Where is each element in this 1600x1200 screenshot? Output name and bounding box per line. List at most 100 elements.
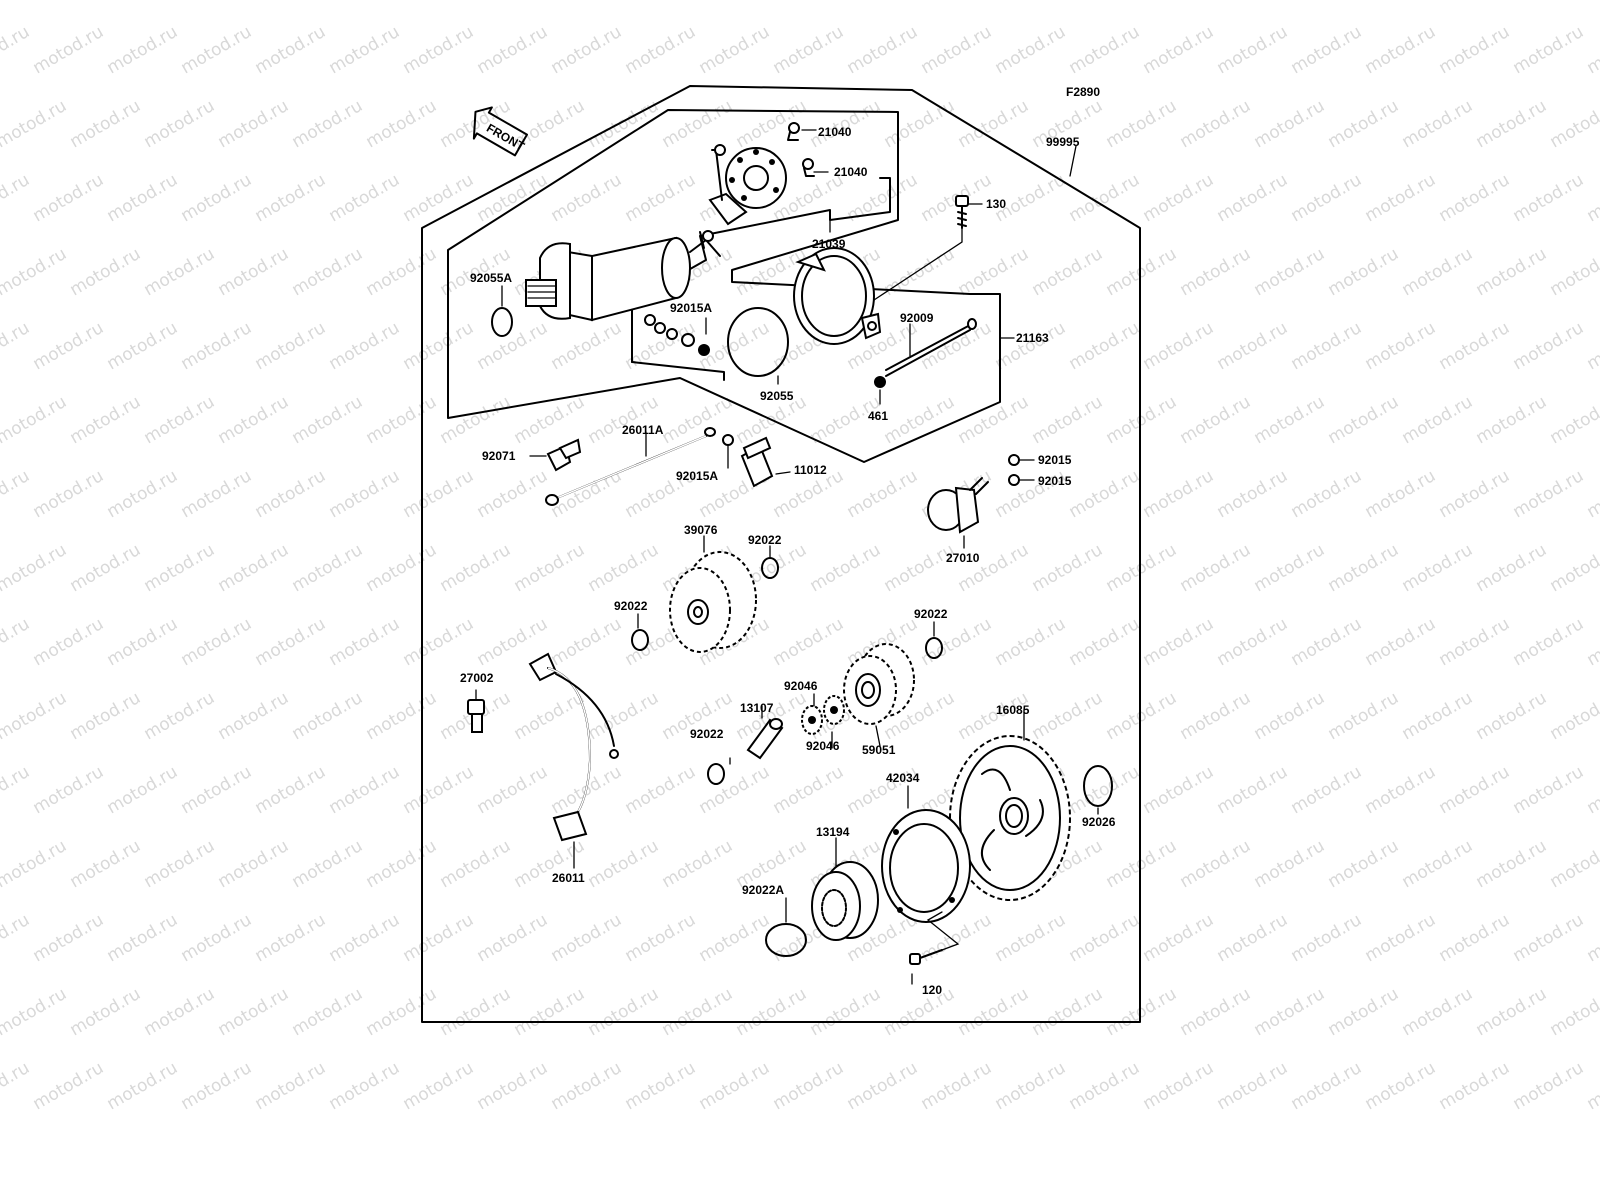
watermark-text: motod.ru	[104, 22, 182, 78]
brush-lower	[802, 158, 815, 177]
watermark-text: motod.ru	[807, 540, 885, 596]
ring-92026	[1083, 765, 1113, 807]
watermark-text: motod.ru	[1214, 1058, 1292, 1114]
watermark-text: motod.ru	[1251, 540, 1329, 596]
watermark-text: motod.ru	[1066, 466, 1144, 522]
washer-461	[874, 376, 886, 388]
boot-11012	[740, 436, 774, 488]
bolt-92009	[885, 318, 977, 377]
watermark-text: motod.ru	[1288, 22, 1366, 78]
watermark-text: motod.ru	[1251, 392, 1329, 448]
watermark-text: motod.ru	[252, 910, 330, 966]
watermark-text: motod.ru	[1473, 984, 1551, 1040]
label-92046-lower: 92046	[806, 739, 840, 753]
brush-plate	[699, 144, 787, 249]
label-92071: 92071	[482, 449, 516, 463]
watermark-text: motod.ru	[622, 762, 700, 818]
relay-27010	[927, 477, 989, 534]
watermark-text: motod.ru	[622, 22, 700, 78]
watermark-text: motod.ru	[104, 466, 182, 522]
washer-92022-d	[707, 763, 725, 785]
watermark-text: motod.ru	[844, 1058, 922, 1114]
watermark-text: motod.ru	[141, 244, 219, 300]
label-92015A-upper: 92015A	[670, 301, 712, 315]
watermark-text: motod.ru	[104, 762, 182, 818]
watermark-text: motod.ru	[1547, 392, 1600, 448]
watermark-text: motod.ru	[992, 1058, 1070, 1114]
watermark-text: motod.ru	[326, 614, 404, 670]
watermark-text: motod.ru	[363, 0, 441, 4]
label-92022-c: 92022	[914, 607, 948, 621]
bolt-130	[873, 195, 969, 301]
watermark-text: motod.ru	[1288, 318, 1366, 374]
watermark-text: motod.ru	[511, 0, 589, 4]
label-27002: 27002	[460, 671, 494, 685]
watermark-text: motod.ru	[1547, 0, 1600, 4]
watermark-text: motod.ru	[1066, 614, 1144, 670]
watermark-text: motod.ru	[1473, 836, 1551, 892]
watermark-text: motod.ru	[1547, 244, 1600, 300]
watermark-text: motod.ru	[1362, 170, 1440, 226]
watermark-text: motod.ru	[955, 392, 1033, 448]
watermark-text: motod.ru	[363, 96, 441, 152]
watermark-text: motod.ru	[1510, 318, 1588, 374]
watermark-text: motod.ru	[511, 688, 589, 744]
watermark-text: motod.ru	[1362, 910, 1440, 966]
watermark-text: motod.ru	[622, 910, 700, 966]
watermark-text: motod.ru	[844, 466, 922, 522]
watermark-text: motod.ru	[1510, 466, 1588, 522]
watermark-text: motod.ru	[1177, 96, 1255, 152]
cable-26011A	[545, 427, 716, 506]
watermark-text: motod.ru	[400, 762, 478, 818]
label-92009: 92009	[900, 311, 934, 325]
watermark-text: motod.ru	[474, 910, 552, 966]
watermark-text: motod.ru	[1066, 318, 1144, 374]
watermark-text: motod.ru	[1510, 614, 1588, 670]
label-92055: 92055	[760, 389, 794, 403]
watermark-text: motod.ru	[326, 762, 404, 818]
label-11012: 11012	[794, 463, 827, 477]
watermark-text: motod.ru	[289, 688, 367, 744]
watermark-text: motod.ru	[881, 0, 959, 4]
watermark-text: motod.ru	[1251, 244, 1329, 300]
label-92022-b: 92022	[614, 599, 648, 613]
watermark-text: motod.ru	[178, 318, 256, 374]
watermark-text: motod.ru	[1510, 22, 1588, 78]
label-92022-a: 92022	[748, 533, 782, 547]
watermark-text: motod.ru	[696, 1058, 774, 1114]
watermark-text: motod.ru	[289, 96, 367, 152]
watermark-text: motod.ru	[1325, 96, 1403, 152]
watermark-text: motod.ru	[400, 318, 478, 374]
watermark-text: motod.ru	[474, 762, 552, 818]
bearing-92046-b	[823, 695, 845, 725]
watermark-text: motod.ru	[1140, 1058, 1218, 1114]
watermark-text: motod.ru	[1177, 0, 1255, 4]
label-92026: 92026	[1082, 815, 1116, 829]
watermark-text: motod.ru	[104, 1058, 182, 1114]
watermark-text: motod.ru	[1251, 984, 1329, 1040]
watermark-text: motod.ru	[585, 688, 663, 744]
watermark-text: motod.ru	[1177, 392, 1255, 448]
watermark-text: motod.ru	[1288, 170, 1366, 226]
watermark-text: motod.ru	[0, 688, 70, 744]
watermark-text: motod.ru	[1288, 762, 1366, 818]
oring-92055A	[491, 307, 513, 337]
watermark-text: motod.ru	[252, 170, 330, 226]
watermark-text: motod.ru	[400, 22, 478, 78]
watermark-text: motod.ru	[1584, 318, 1600, 374]
watermark-text: motod.ru	[326, 910, 404, 966]
watermark-text: motod.ru	[326, 318, 404, 374]
watermark-text: motod.ru	[733, 0, 811, 4]
watermark-text: motod.ru	[0, 762, 33, 818]
watermark-text: motod.ru	[548, 22, 626, 78]
watermark-text: motod.ru	[1436, 22, 1514, 78]
watermark-text: motod.ru	[548, 318, 626, 374]
watermark-text: motod.ru	[1140, 22, 1218, 78]
label-13194: 13194	[816, 825, 850, 839]
watermark-text: motod.ru	[1436, 466, 1514, 522]
figure-code: F2890	[1066, 85, 1100, 99]
watermark-text: motod.ru	[659, 96, 737, 152]
watermark-text: motod.ru	[1547, 688, 1600, 744]
watermark-text: motod.ru	[511, 984, 589, 1040]
